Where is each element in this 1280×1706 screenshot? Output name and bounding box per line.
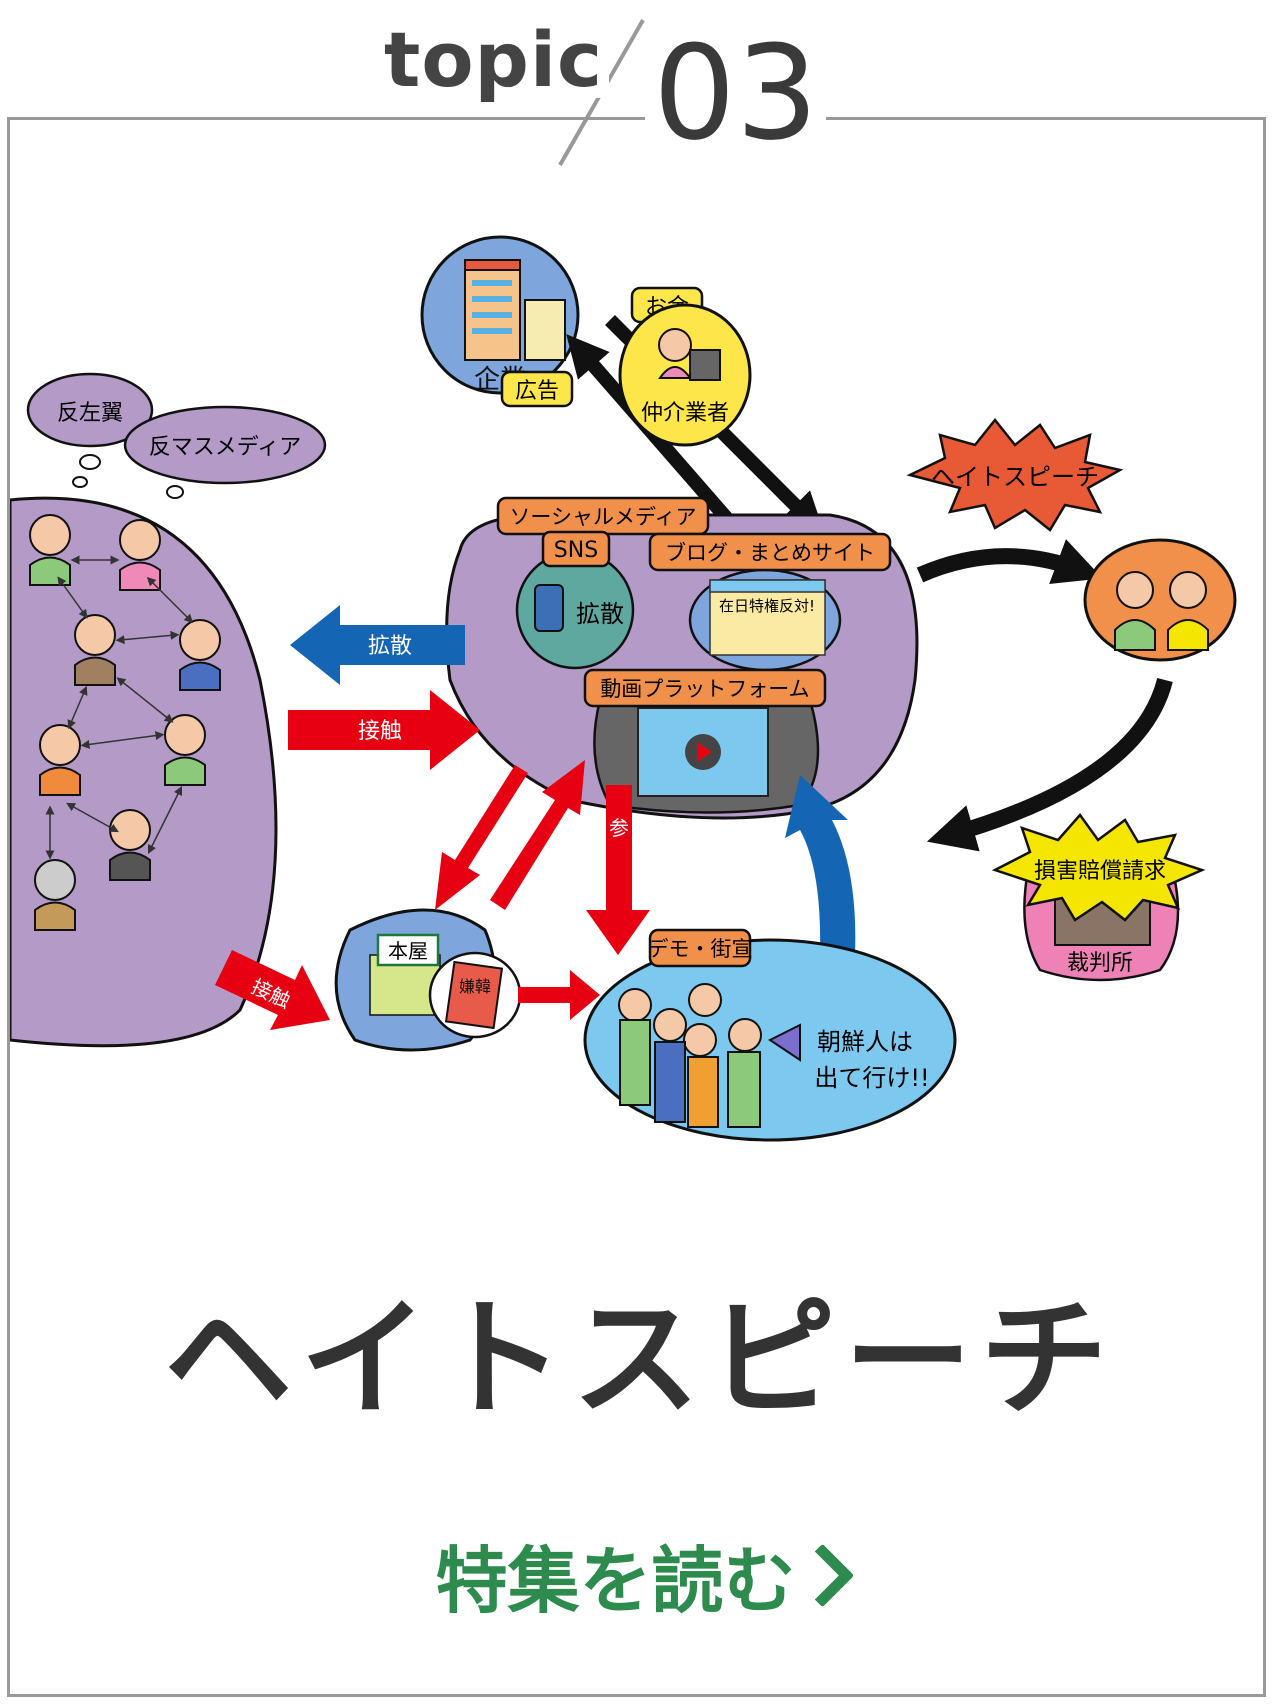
contact-arrow-right: 接触	[288, 690, 480, 770]
spread-arrow-left: 拡散	[290, 605, 465, 685]
book-icon	[444, 960, 504, 1030]
company-node: 企業	[420, 235, 580, 395]
svg-text:嫌韓: 嫌韓	[459, 977, 491, 996]
svg-text:ソーシャルメディア: ソーシャルメディア	[509, 505, 696, 529]
bookstore-to-demo-arrow	[518, 970, 600, 1020]
svg-text:ブログ・まとめサイト: ブログ・まとめサイト	[665, 541, 875, 565]
victims-node	[1083, 538, 1237, 662]
svg-text:朝鮮人は: 朝鮮人は	[817, 1028, 913, 1056]
damages-burst: 損害賠償請求	[991, 812, 1206, 922]
distressed-people-icon	[1114, 571, 1209, 651]
video-platform-node: 動画プラットフォーム	[583, 668, 827, 814]
svg-text:デモ・街宣: デモ・街宣	[648, 937, 753, 961]
page-title: ヘイトスピーチ	[163, 1285, 1116, 1434]
svg-text:出て行け!!: 出て行け!!	[814, 1064, 929, 1092]
participate-arrow: 参	[586, 785, 650, 955]
smartphone-icon	[534, 584, 564, 632]
sns-node: 拡散 SNS	[515, 530, 635, 670]
svg-text:動画プラットフォーム: 動画プラットフォーム	[600, 677, 809, 701]
broker-node: 仲介業者	[618, 303, 752, 447]
svg-text:接触: 接触	[358, 719, 402, 744]
hate-speech-arrow	[916, 539, 1103, 585]
hate-speech-burst: ヘイトスピーチ	[906, 417, 1124, 532]
demo-rally-node: 朝鮮人は 出て行け!! デモ・街宣	[583, 928, 957, 1142]
bookstore-node: 本屋 嫌韓	[334, 908, 522, 1052]
svg-text:ヘイトスピーチ: ヘイトスピーチ	[931, 463, 1099, 491]
topic-number: 03	[645, 28, 827, 158]
svg-text:拡散: 拡散	[368, 634, 412, 659]
bookstore-social-arrows	[435, 760, 585, 910]
svg-text:仲介業者: 仲介業者	[641, 401, 729, 426]
thought-bubble-anti-left: 反左翼	[26, 372, 154, 488]
svg-text:広告: 広告	[515, 379, 559, 404]
protesters-icon	[618, 983, 801, 1128]
victims-to-court-arrow	[926, 677, 1173, 852]
chevron-right-icon	[790, 1543, 854, 1608]
svg-text:反マスメディア: 反マスメディア	[149, 435, 301, 460]
social-media-tag: ソーシャルメディア	[496, 496, 710, 536]
read-feature-link[interactable]: 特集を読む	[0, 1543, 1280, 1617]
office-building-icon	[464, 259, 566, 361]
svg-text:拡散: 拡散	[576, 600, 624, 628]
svg-text:反左翼: 反左翼	[57, 401, 123, 426]
svg-text:損害賠償請求: 損害賠償請求	[1034, 859, 1166, 884]
svg-text:在日特権反対!: 在日特権反対!	[719, 597, 815, 615]
read-feature-label: 特集を読む	[435, 1539, 796, 1623]
svg-text:SNS: SNS	[554, 538, 598, 563]
netizen-network	[10, 496, 278, 1048]
svg-text:参: 参	[609, 816, 629, 840]
network-link-arrows	[45, 555, 194, 860]
svg-text:裁判所: 裁判所	[1067, 951, 1133, 976]
broker-person-icon	[658, 328, 721, 381]
topic-label: topic	[378, 22, 610, 98]
spread-arrow-up	[785, 775, 856, 955]
netizen-people-icons	[29, 514, 221, 931]
hate-speech-diagram: 企業 お金 広告 仲介業者 反左翼 反マスメディア	[10, 235, 1237, 1142]
megaphone-icon	[768, 1023, 801, 1062]
ads-tag: 広告	[500, 370, 574, 408]
contact-arrow-down: 接触	[215, 950, 330, 1030]
thought-bubble-anti-mass-media: 反マスメディア	[123, 405, 327, 499]
svg-text:本屋: 本屋	[388, 939, 428, 963]
